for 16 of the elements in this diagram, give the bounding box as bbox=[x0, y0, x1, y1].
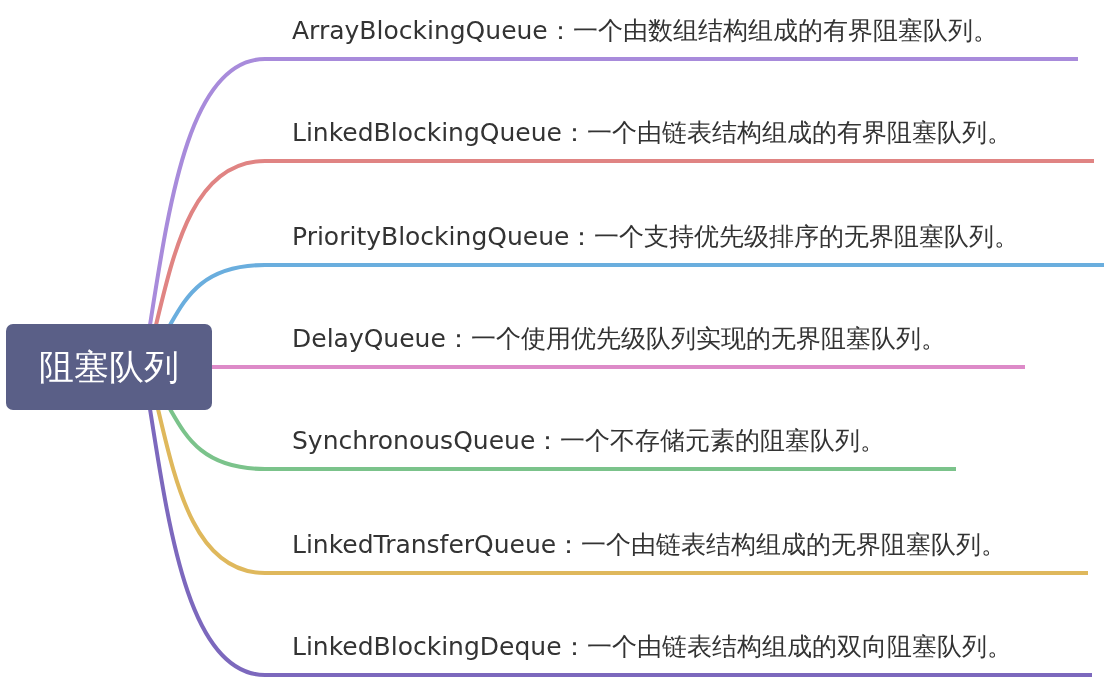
branch-label: SynchronousQueue：一个不存储元素的阻塞队列。 bbox=[292, 425, 886, 457]
branch-connector bbox=[168, 263, 266, 326]
central-topic-box bbox=[6, 324, 212, 410]
branch-label: DelayQueue：一个使用优先级队列实现的无界阻塞队列。 bbox=[292, 323, 946, 355]
branch-label: ArrayBlockingQueue：一个由数组结构组成的有界阻塞队列。 bbox=[292, 15, 998, 47]
branch-label: LinkedBlockingDeque：一个由链表结构组成的双向阻塞队列。 bbox=[292, 631, 1012, 663]
branch-label: LinkedTransferQueue：一个由链表结构组成的无界阻塞队列。 bbox=[292, 529, 1007, 561]
branch-connector bbox=[148, 408, 266, 677]
branch-connector bbox=[168, 408, 266, 471]
branch-connector bbox=[154, 159, 266, 326]
branch-label: PriorityBlockingQueue：一个支持优先级排序的无界阻塞队列。 bbox=[292, 221, 1020, 253]
central-topic-label: 阻塞队列 bbox=[39, 346, 179, 389]
branch-connector bbox=[148, 57, 266, 326]
branch-connector bbox=[212, 365, 265, 369]
branch-connector bbox=[156, 408, 266, 575]
branch-label: LinkedBlockingQueue：一个由链表结构组成的有界阻塞队列。 bbox=[292, 117, 1012, 149]
